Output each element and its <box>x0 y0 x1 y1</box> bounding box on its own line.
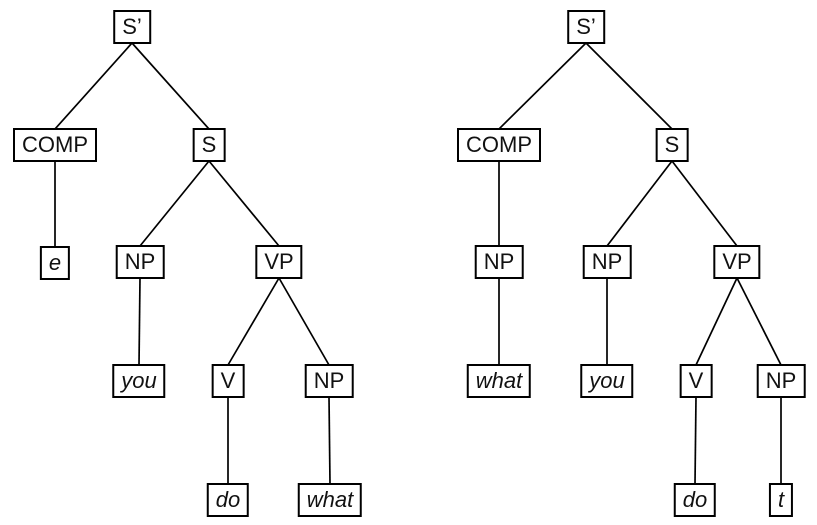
right-tree-edge-vp-np-obj <box>736 277 782 366</box>
left-tree-node-comp: COMP <box>13 128 97 162</box>
right-tree-edge-sbar-s <box>585 42 673 130</box>
left-tree-node-sbar: S’ <box>113 10 151 44</box>
left-tree-edge-sbar-s <box>131 42 210 130</box>
right-tree-edge-v-do <box>694 396 697 485</box>
left-tree-node-what: what <box>297 483 363 517</box>
left-tree-node-vp: VP <box>255 245 303 279</box>
left-tree-node-you: you <box>112 364 166 398</box>
left-tree-node-do: do <box>206 483 250 517</box>
right-tree-edge-s-np-subj <box>606 160 673 247</box>
right-tree-edge-sbar-comp <box>498 42 587 130</box>
right-tree-node-np-wh: NP <box>474 245 524 279</box>
right-tree-node-sbar: S’ <box>567 10 605 44</box>
right-tree-node-np-obj: NP <box>756 364 806 398</box>
left-tree-edge-sbar-comp <box>54 42 133 130</box>
right-tree-node-s: S <box>655 128 689 162</box>
left-tree-edge-s-np-subj <box>139 160 210 247</box>
left-tree-node-s: S <box>192 128 226 162</box>
left-tree-edge-np-subj-you <box>138 277 141 366</box>
left-tree-node-v: V <box>211 364 245 398</box>
left-tree-edge-np-obj-what <box>328 396 331 485</box>
left-tree-edge-vp-np-obj <box>278 277 330 366</box>
right-tree-node-what: what <box>466 364 532 398</box>
left-tree-edge-s-vp <box>208 160 280 247</box>
right-tree-node-v: V <box>679 364 713 398</box>
right-tree-node-comp: COMP <box>457 128 541 162</box>
left-tree-node-np-obj: NP <box>304 364 354 398</box>
left-tree-node-np-subj: NP <box>115 245 165 279</box>
right-tree-edge-s-vp <box>671 160 738 247</box>
left-tree-node-e: e <box>39 246 71 280</box>
right-tree-edge-vp-v <box>695 277 738 366</box>
right-tree-node-you: you <box>580 364 634 398</box>
right-tree-node-np-subj: NP <box>582 245 632 279</box>
right-tree-node-vp: VP <box>713 245 761 279</box>
right-tree-node-do: do <box>673 483 717 517</box>
left-tree-edge-vp-v <box>227 277 280 366</box>
right-tree-node-t: t <box>768 483 794 517</box>
